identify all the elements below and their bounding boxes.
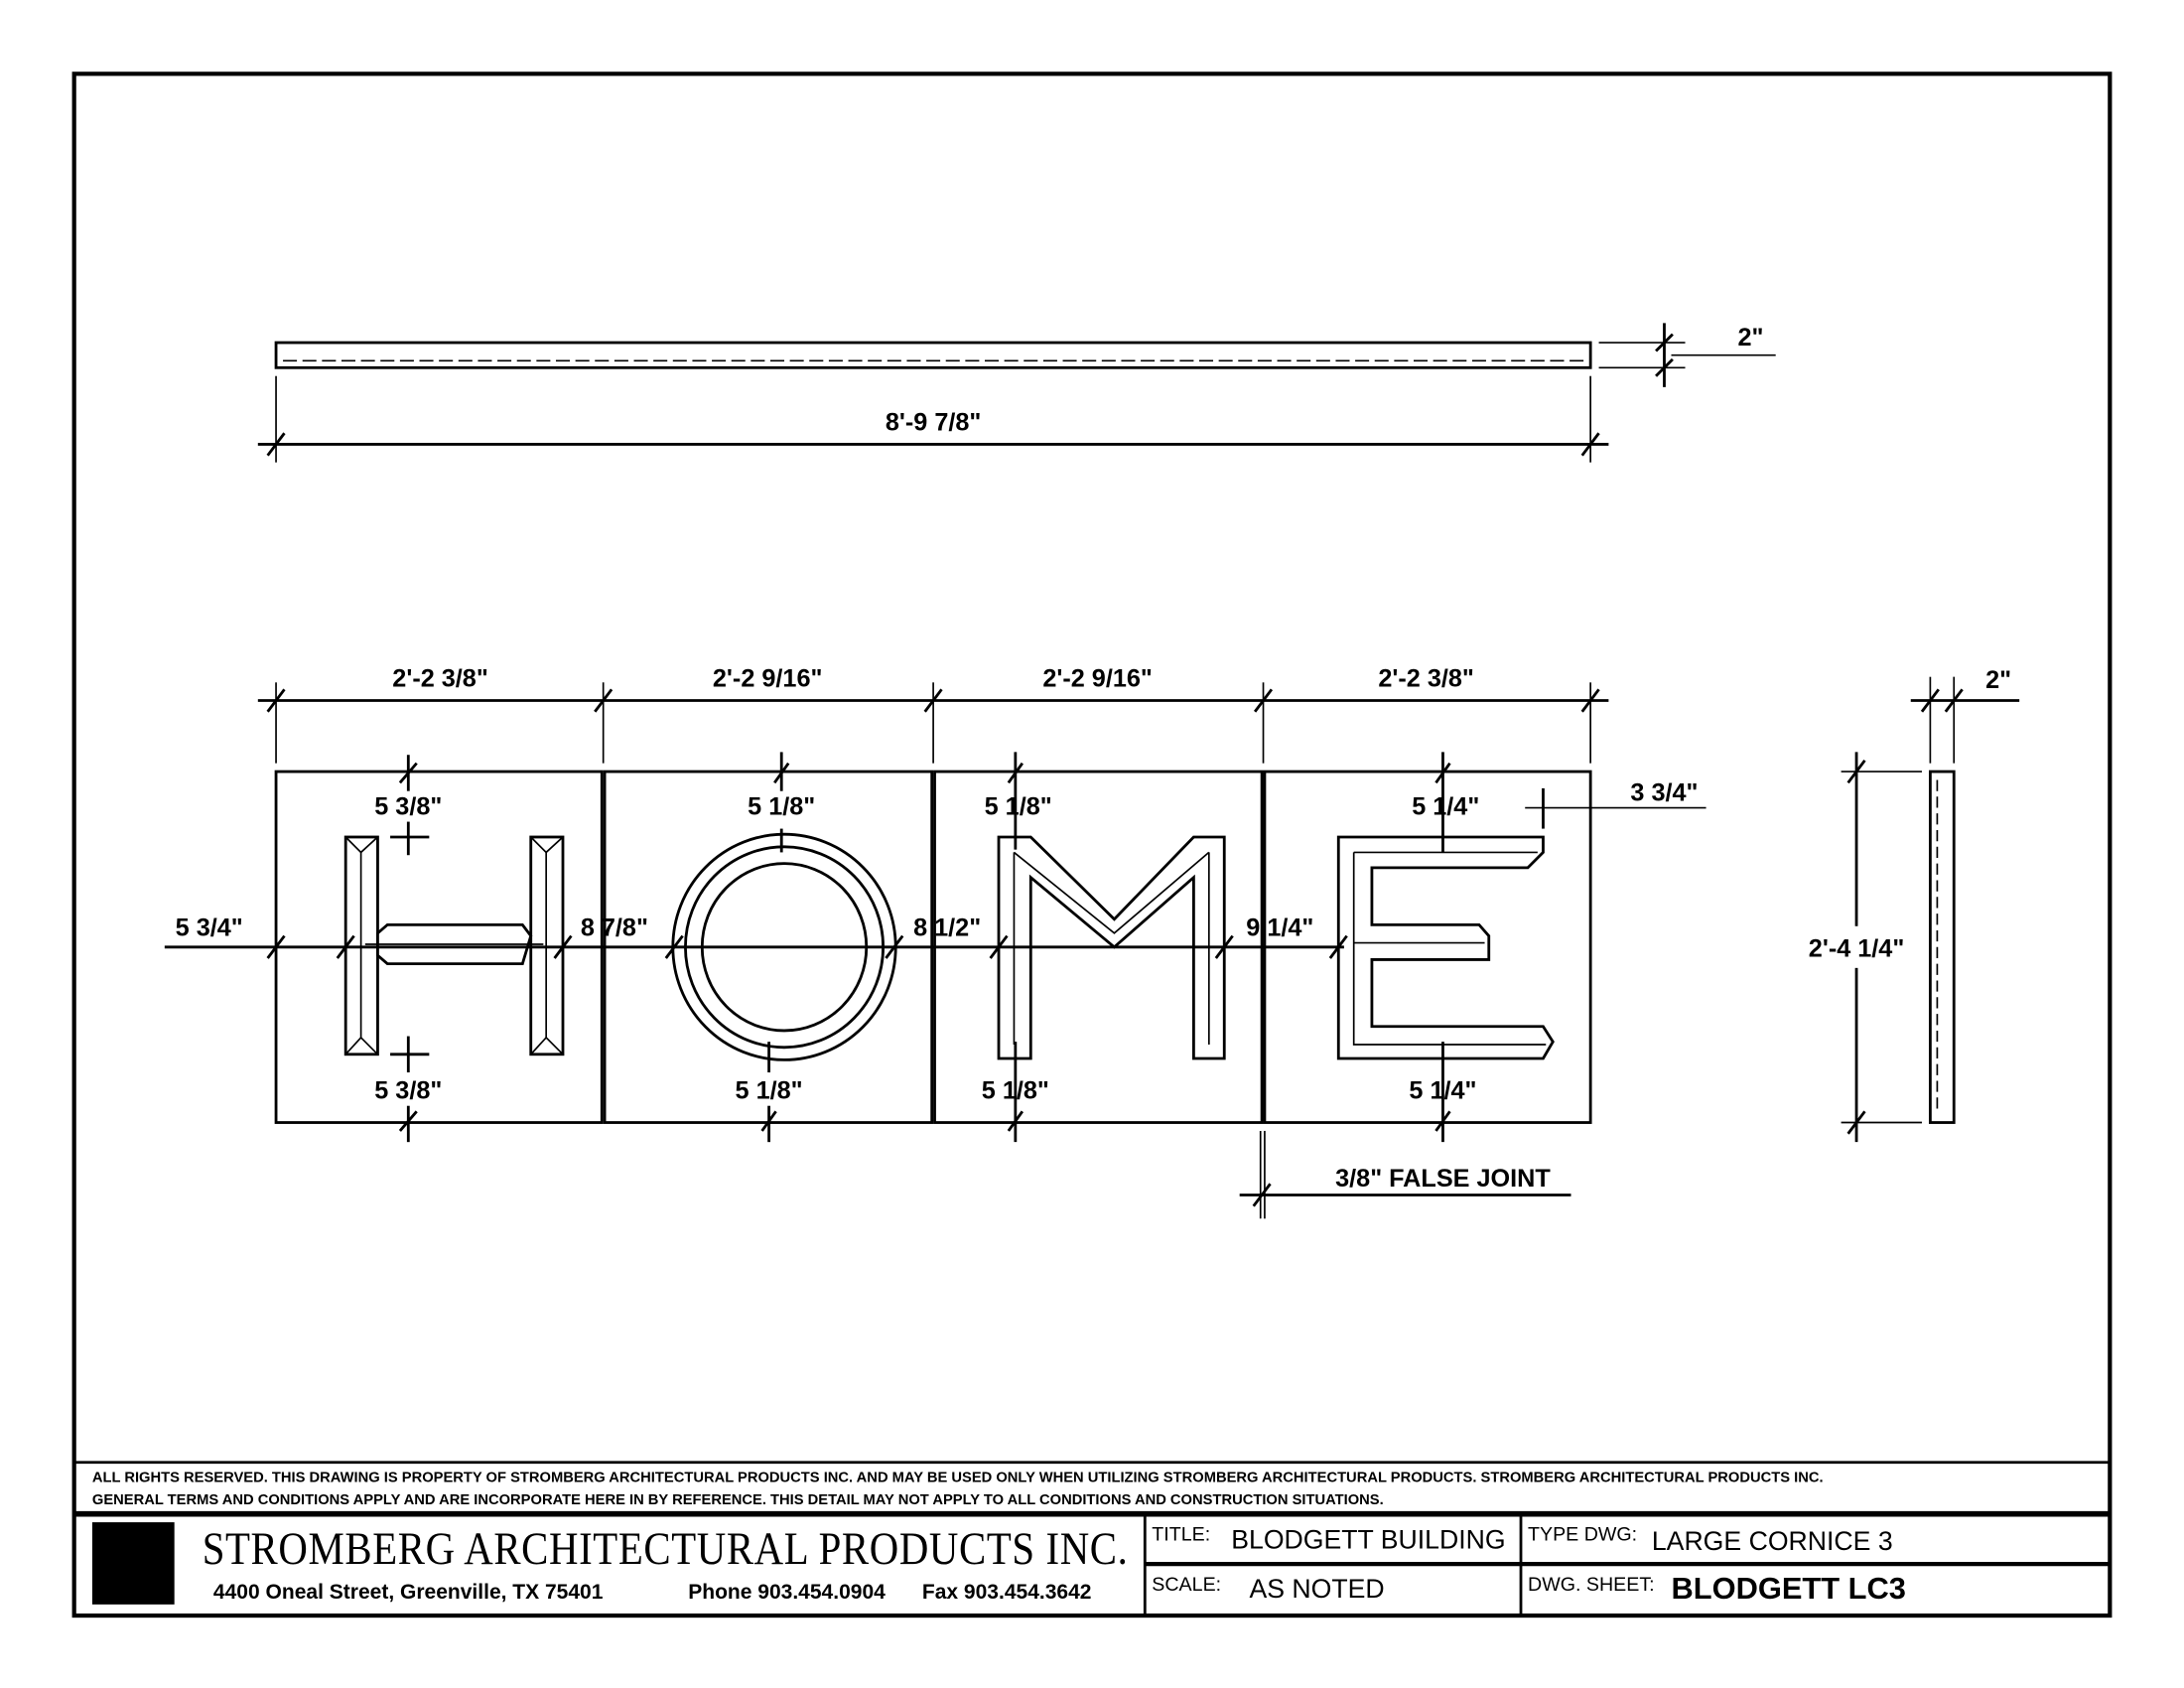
top-view: 8'-9 7/8" 2" bbox=[257, 323, 1776, 463]
m-e-gap: 9 1/4" bbox=[1246, 914, 1313, 942]
sheet-label: DWG. SHEET: bbox=[1528, 1574, 1655, 1596]
o-bottom-margin: 5 1/8" bbox=[736, 1077, 803, 1105]
scale-label: SCALE: bbox=[1152, 1574, 1221, 1596]
letter-m bbox=[997, 835, 1226, 1060]
panel-width-2: 2'-2 9/16" bbox=[713, 665, 823, 693]
sheet-value: BLODGETT LC3 bbox=[1671, 1571, 1905, 1606]
panel-width-1: 2'-2 3/8" bbox=[392, 665, 488, 693]
o-top-margin: 5 1/8" bbox=[748, 793, 815, 821]
h-left-margin: 5 3/4" bbox=[176, 914, 243, 942]
type-label: TYPE DWG: bbox=[1528, 1523, 1637, 1545]
company-name: STROMBERG ARCHITECTURAL PRODUCTS INC. bbox=[203, 1524, 1129, 1575]
side-thickness-dimension: 2" bbox=[1985, 666, 2011, 694]
company-fax: Fax 903.454.3642 bbox=[922, 1581, 1092, 1604]
false-joint-label: 3/8" FALSE JOINT bbox=[1335, 1165, 1551, 1193]
thickness-dimension: 2" bbox=[1737, 324, 1763, 352]
company-address: 4400 Oneal Street, Greenville, TX 75401 bbox=[213, 1581, 604, 1604]
front-view: 2'-2 3/8" 2'-2 9/16" 2'-2 9/16" 2'-2 3/8… bbox=[164, 665, 1706, 1219]
title-block: ALL RIGHTS RESERVED. THIS DRAWING IS PRO… bbox=[73, 1461, 2111, 1617]
e-right-margin: 3 3/4" bbox=[1630, 779, 1698, 807]
side-view: 2'-4 1/4" 2" bbox=[1796, 666, 2020, 1143]
m-top-margin: 5 1/8" bbox=[985, 793, 1052, 821]
notes-line-1: ALL RIGHTS RESERVED. THIS DRAWING IS PRO… bbox=[92, 1470, 1824, 1485]
h-bottom-margin: 5 3/8" bbox=[374, 1077, 442, 1105]
side-height-dimension: 2'-4 1/4" bbox=[1809, 935, 1905, 963]
length-dimension: 8'-9 7/8" bbox=[886, 408, 982, 436]
title-label: TITLE: bbox=[1152, 1523, 1210, 1545]
scale-value: AS NOTED bbox=[1249, 1574, 1384, 1604]
notes-line-2: GENERAL TERMS AND CONDITIONS APPLY AND A… bbox=[92, 1492, 1384, 1508]
company-logo-block bbox=[91, 1522, 175, 1605]
letter-e bbox=[1336, 835, 1555, 1060]
h-top-margin: 5 3/8" bbox=[374, 793, 442, 821]
panel-top-outline bbox=[274, 341, 1592, 369]
panel-width-4: 2'-2 3/8" bbox=[1378, 665, 1474, 693]
m-bottom-margin: 5 1/8" bbox=[982, 1077, 1049, 1105]
panel-width-3: 2'-2 9/16" bbox=[1042, 665, 1153, 693]
company-phone: Phone 903.454.0904 bbox=[688, 1581, 886, 1604]
e-top-margin: 5 1/4" bbox=[1412, 793, 1479, 821]
sheet-border bbox=[71, 71, 2113, 1618]
h-o-gap: 8 7/8" bbox=[581, 914, 648, 942]
e-bottom-margin: 5 1/4" bbox=[1409, 1077, 1476, 1105]
type-value: LARGE CORNICE 3 bbox=[1652, 1526, 1893, 1556]
o-m-gap: 8 1/2" bbox=[913, 914, 981, 942]
title-value: BLODGETT BUILDING bbox=[1231, 1525, 1505, 1555]
